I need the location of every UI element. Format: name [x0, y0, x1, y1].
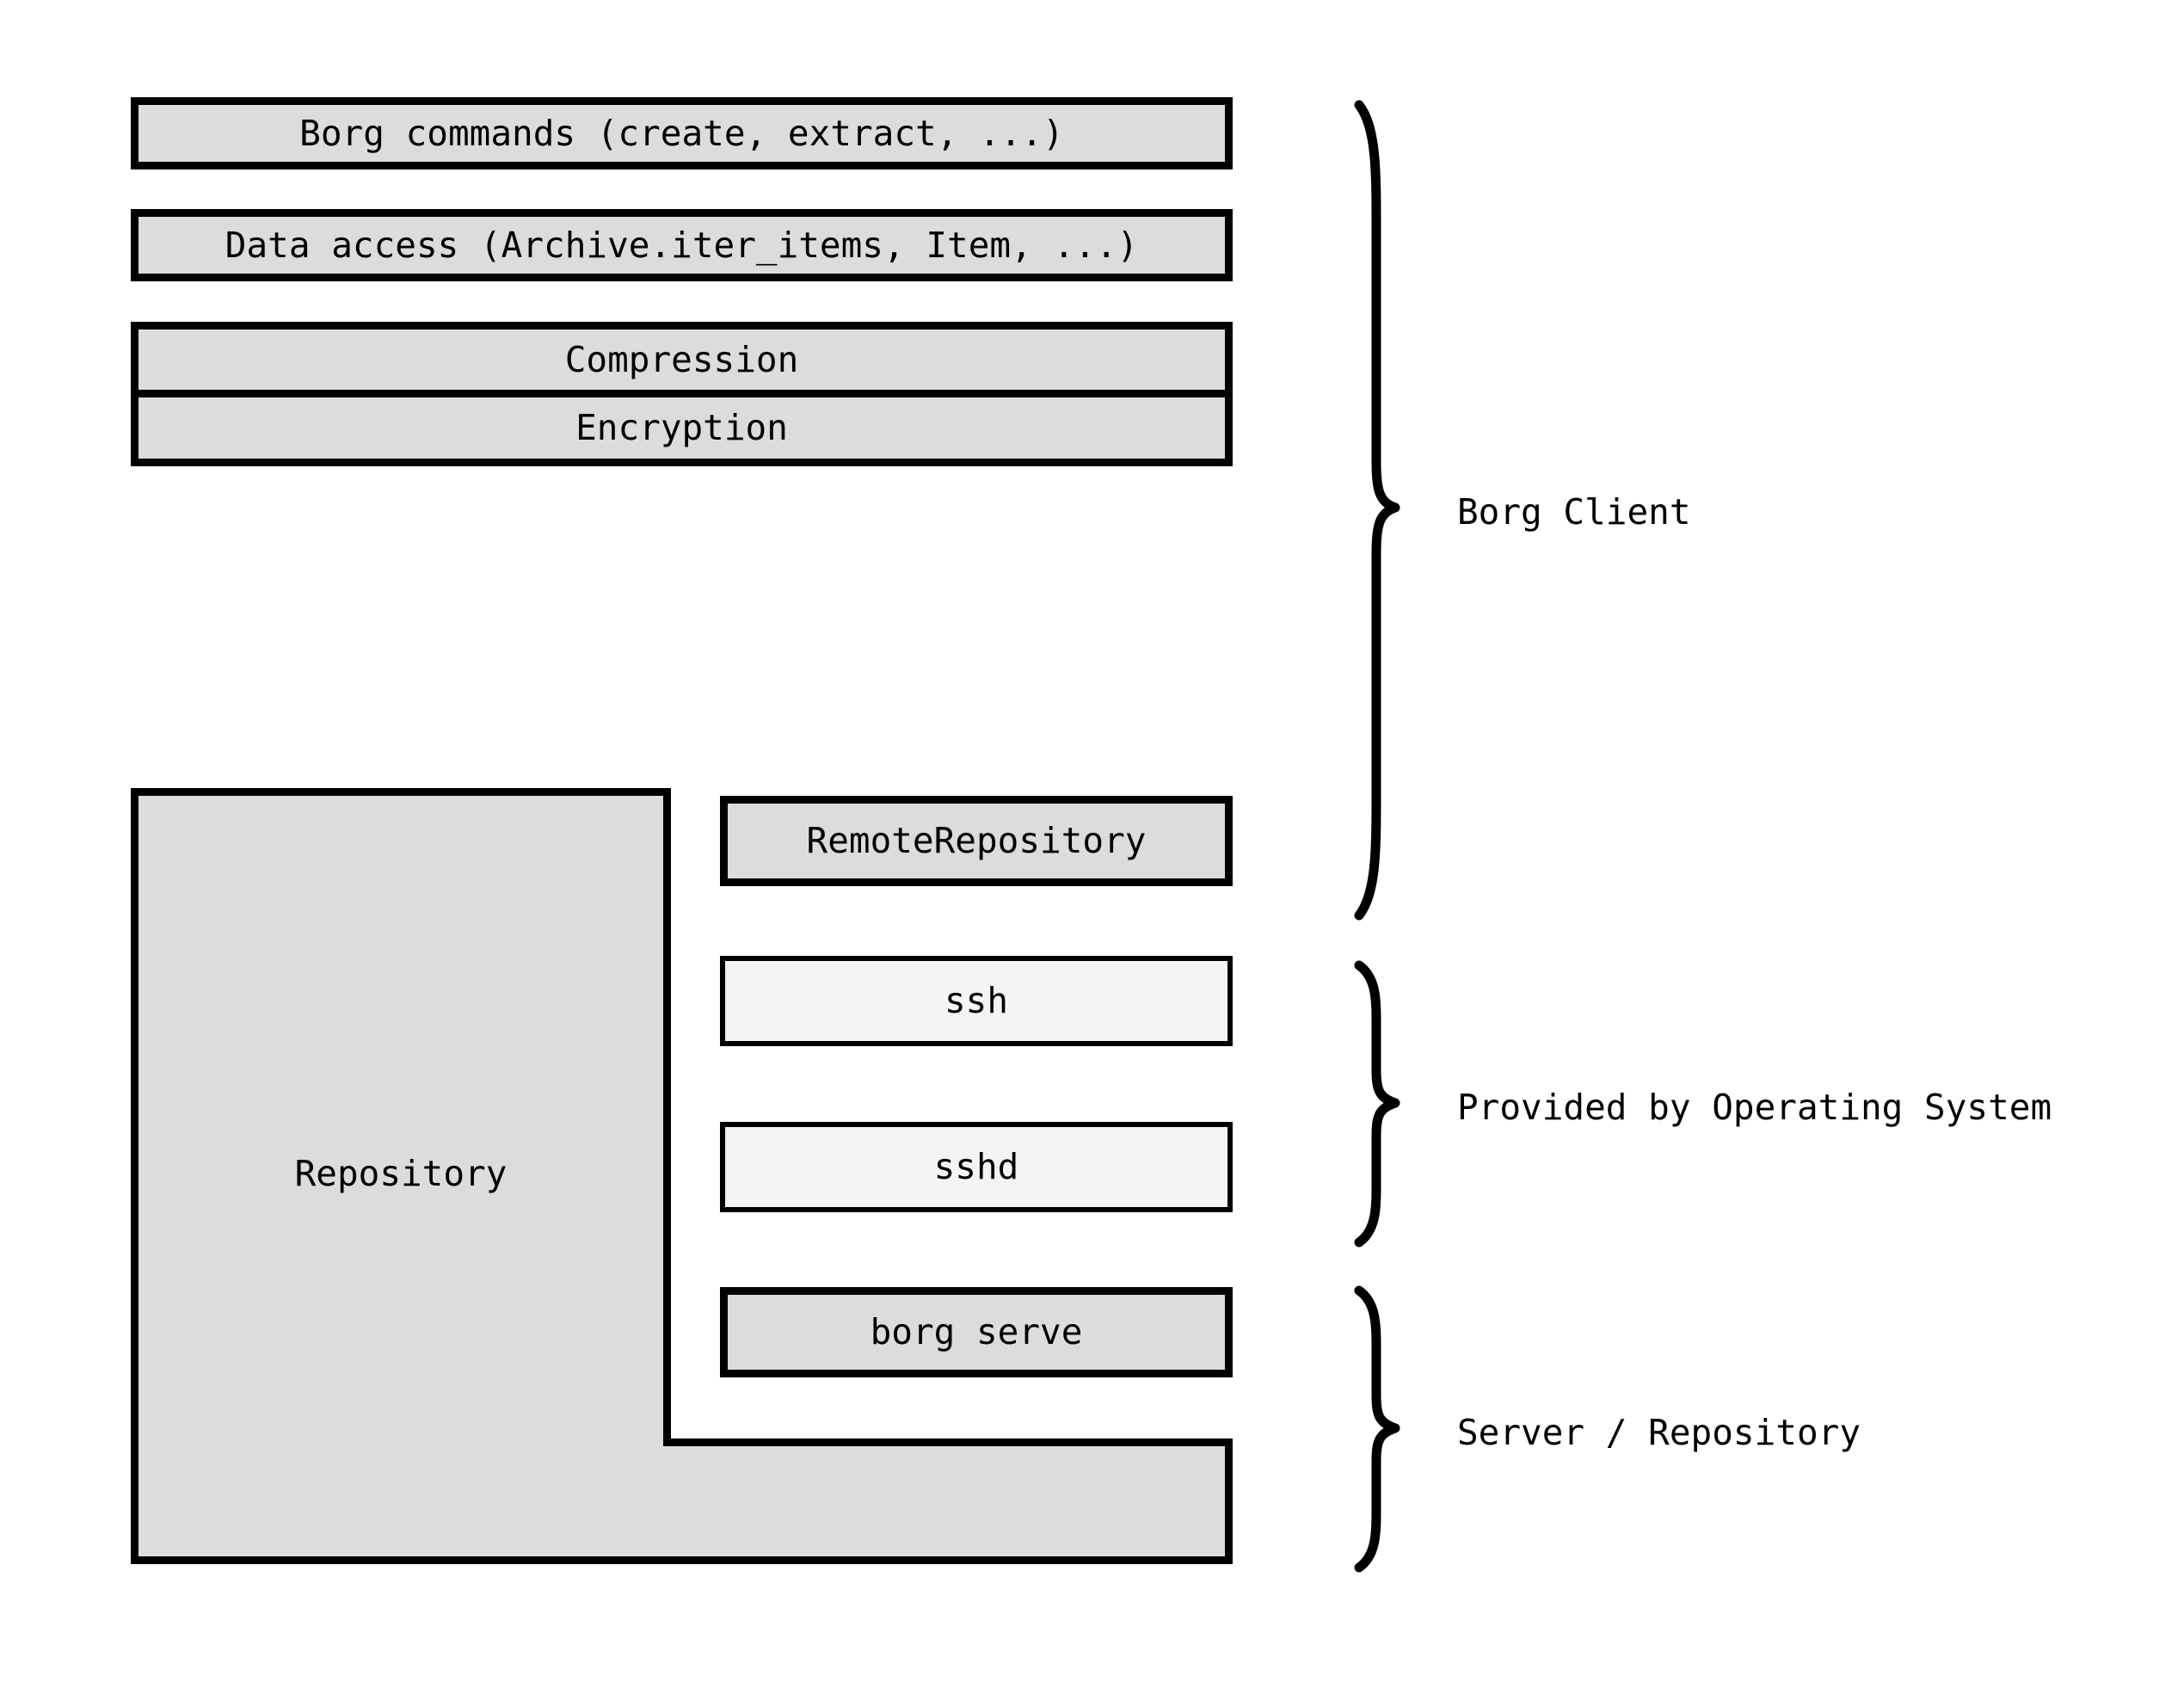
box-ssh[interactable]: ssh — [720, 956, 1233, 1046]
brace-borg-client-label: Borg Client — [1457, 491, 1691, 533]
box-sshd[interactable]: sshd — [720, 1122, 1233, 1212]
box-data-access[interactable]: Data access (Archive.iter_items, Item, .… — [131, 209, 1233, 281]
box-remote-repository-label: RemoteRepository — [806, 820, 1147, 861]
box-data-access-label: Data access (Archive.iter_items, Item, .… — [225, 224, 1139, 266]
box-ssh-label: ssh — [944, 980, 1009, 1021]
box-borg-serve[interactable]: borg serve — [720, 1287, 1233, 1377]
box-repository[interactable] — [131, 788, 1233, 1564]
box-remote-repository[interactable]: RemoteRepository — [720, 796, 1233, 886]
brace-operating-system-curve — [1354, 960, 1400, 1248]
brace-server-repository — [1347, 1285, 1407, 1573]
brace-server-repository-curve — [1354, 1285, 1400, 1573]
brace-borg-client-curve — [1354, 100, 1400, 921]
brace-server-repository-label: Server / Repository — [1457, 1412, 1861, 1453]
box-borg-commands-label: Borg commands (create, extract, ...) — [299, 112, 1064, 154]
box-borg-commands[interactable]: Borg commands (create, extract, ...) — [131, 97, 1233, 169]
box-encryption[interactable]: Encryption — [131, 394, 1233, 466]
box-compression[interactable]: Compression — [131, 322, 1233, 394]
box-encryption-label: Encryption — [575, 407, 788, 448]
box-borg-serve-label: borg serve — [870, 1311, 1083, 1352]
brace-operating-system — [1347, 960, 1407, 1248]
box-compression-label: Compression — [564, 338, 799, 380]
repository-outline — [131, 788, 1233, 1564]
box-sshd-label: sshd — [933, 1146, 1019, 1187]
brace-borg-client — [1347, 100, 1407, 921]
box-repository-label: Repository — [294, 1153, 508, 1194]
brace-operating-system-label: Provided by Operating System — [1457, 1087, 2052, 1128]
